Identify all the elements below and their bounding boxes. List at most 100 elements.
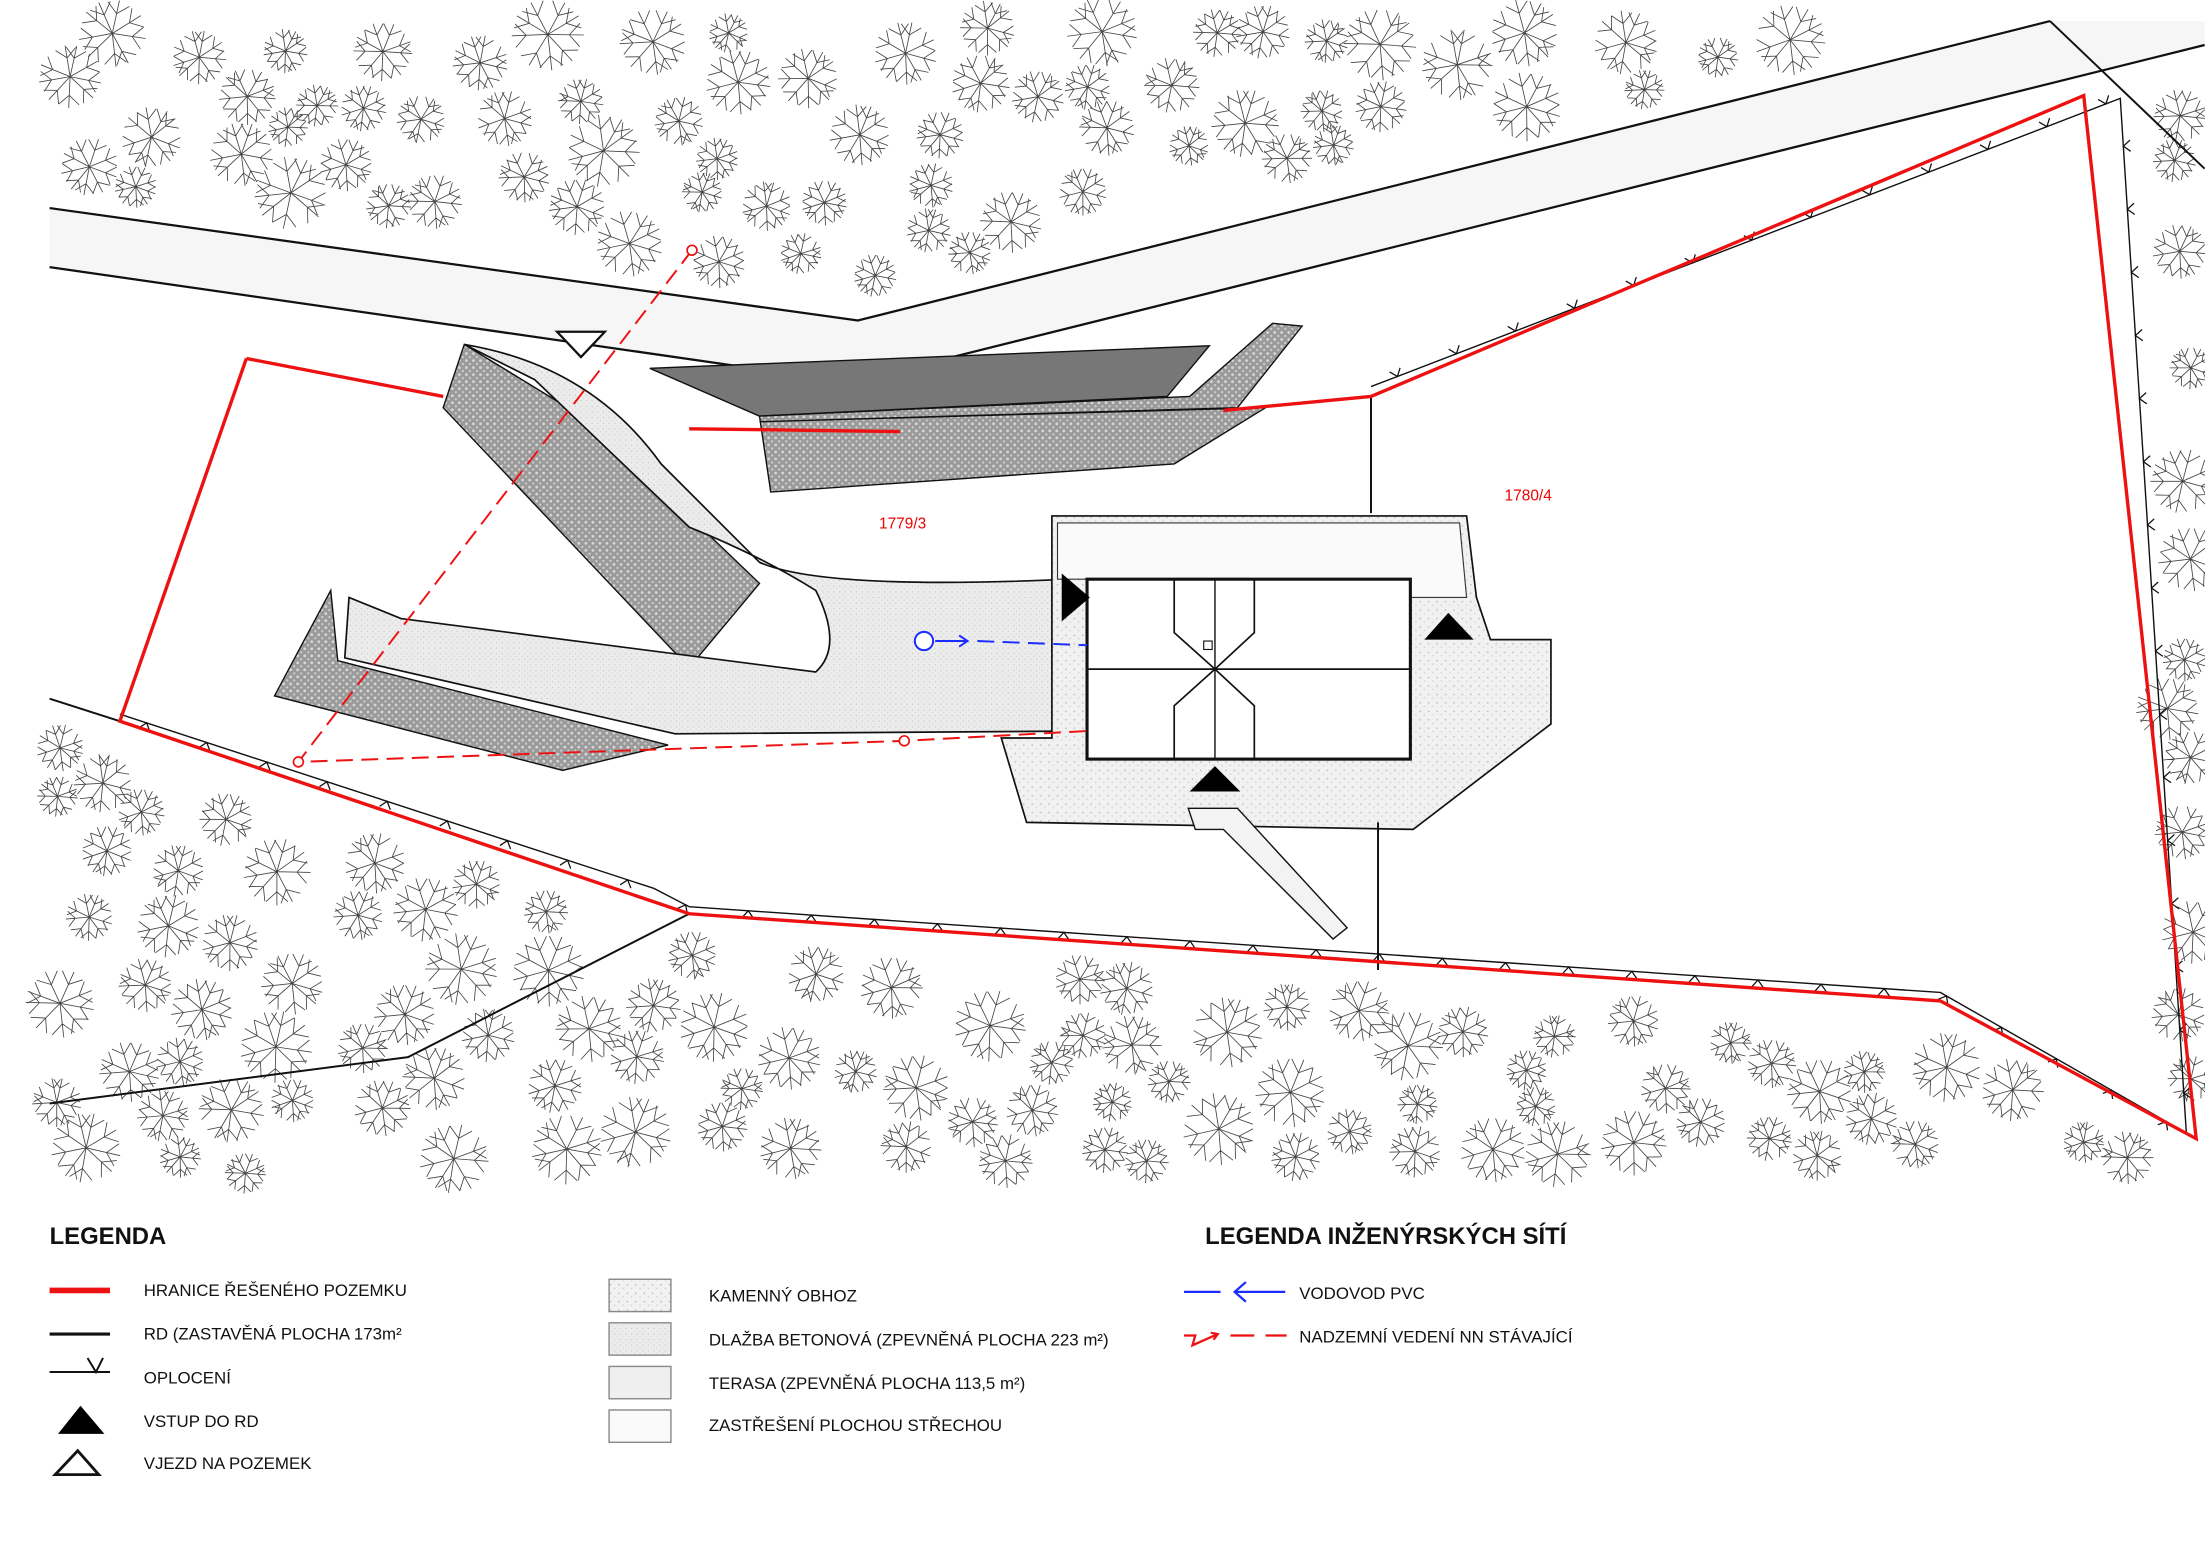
fence-ticks [138, 95, 2192, 1131]
legend-swatch-roof [608, 1409, 672, 1444]
parcel-lines [49, 20, 2205, 1105]
tree-icon [393, 878, 458, 942]
entrance-triangle-east [1424, 612, 1474, 640]
tree-icon [548, 179, 605, 235]
tree-icon [1624, 70, 1665, 110]
tree-icon [596, 211, 662, 277]
tree-icon [136, 1089, 189, 1142]
tree-icon [698, 1102, 748, 1152]
tree-icon [532, 1115, 602, 1185]
tree-icon [218, 69, 276, 125]
fence-line [119, 97, 2188, 1135]
tree-icon [271, 1079, 314, 1123]
vehicle-entrance-triangle [554, 330, 608, 359]
tree-icon [1676, 1098, 1725, 1147]
tree-icon [65, 893, 112, 941]
legend: LEGENDA HRANICE ŘEŠENÉHO POZEMKU RD (ZAS… [49, 1223, 1109, 1477]
tree-icon [555, 995, 622, 1062]
tree-icon [1271, 1132, 1320, 1182]
tree-icon [693, 235, 745, 289]
tree-icon [1516, 1087, 1556, 1127]
legend-title: LEGENDA [50, 1223, 167, 1250]
entrance-triangle-south [1189, 766, 1241, 792]
tree-icon [1193, 9, 1242, 57]
tree-icon [1747, 1040, 1797, 1089]
parcel-label: 1779/3 [879, 516, 926, 533]
tree-icon [513, 935, 584, 1007]
tree-icon [1261, 134, 1313, 184]
tree-icon [758, 1027, 821, 1090]
tree-icon [1756, 5, 1826, 75]
trees-layer [25, 0, 2205, 1194]
tree-icon [122, 107, 181, 167]
tree-icon [880, 1121, 931, 1173]
legend-swatch-stone [608, 1278, 672, 1313]
tree-icon [2154, 806, 2205, 860]
legend-symbol-filled-triangle [58, 1405, 105, 1434]
parking-strip [649, 345, 1211, 417]
tree-icon [341, 86, 387, 132]
tree-icon [354, 1080, 411, 1137]
tree-icon [261, 953, 323, 1015]
tree-icon [2136, 678, 2199, 740]
tree-icon [1079, 101, 1134, 156]
tree-icon [1533, 1015, 1576, 1058]
tree-icon [861, 957, 923, 1019]
tree-icon [452, 35, 508, 91]
legend-swatch-terrace [608, 1365, 672, 1400]
tree-icon [1147, 1060, 1191, 1103]
tree-icon [1082, 1127, 1129, 1173]
tree-icon [1843, 1050, 1886, 1093]
utilities-legend: LEGENDA INŽENÝRSKÝCH SÍTÍ VODOVOD PVC NA… [1184, 1222, 1573, 1348]
tree-icon [1211, 90, 1279, 157]
driveway [343, 343, 1088, 735]
tree-icon [1746, 1116, 1792, 1161]
tree-icon [528, 1059, 582, 1113]
tree-icon [1492, 72, 1560, 142]
tree-icon [114, 166, 156, 208]
tree-icon [778, 48, 837, 109]
entrance-triangle-west [1061, 573, 1090, 622]
tree-icon [2158, 528, 2205, 592]
tree-icon [337, 1023, 388, 1074]
legend-surface-label: DLAŽBA BETONOVÁ (ZPEVNĚNÁ PLOCHA 223 m²) [709, 1330, 1109, 1349]
tree-icon [2162, 638, 2205, 682]
tree-icon [980, 192, 1042, 253]
tree-icon [1710, 1022, 1752, 1064]
legend-item-label: VSTUP DO RD [144, 1412, 259, 1431]
tree-icon [948, 231, 991, 275]
tree-icon [420, 1124, 489, 1193]
tree-icon [1029, 1041, 1074, 1085]
tree-icon [2163, 731, 2205, 784]
tree-icon [2150, 449, 2205, 513]
tree-icon [626, 978, 681, 1033]
tree-icon [333, 891, 383, 940]
terrace-upper [758, 322, 1304, 493]
tree-icon [1236, 5, 1290, 59]
tree-icon [1064, 64, 1110, 110]
tree-icon [25, 970, 94, 1038]
legend-item-label: VJEZD NA POZEMEK [144, 1454, 312, 1473]
tree-icon [568, 114, 640, 187]
tree-icon [829, 104, 889, 166]
tree-icon [695, 137, 738, 181]
tree-icon [2153, 139, 2196, 182]
tree-icon [600, 1096, 671, 1168]
legend-item-label: RD (ZASTAVĚNÁ PLOCHA 173m² [144, 1325, 402, 1344]
tree-icon [668, 931, 716, 980]
tree-icon [243, 839, 311, 906]
tree-icon [1374, 1012, 1444, 1081]
fence-tick [138, 95, 2192, 1131]
tree-icon [952, 55, 1010, 113]
tree-icon [948, 1097, 998, 1148]
legend-symbol-water [1184, 1281, 1286, 1303]
tree-icon [2169, 347, 2205, 390]
legend-surface-label: ZASTŘEŠENÍ PLOCHOU STŘECHOU [709, 1416, 1002, 1435]
tree-icon [1092, 1082, 1132, 1122]
tree-icon [1890, 1120, 1939, 1169]
tree-icon [407, 175, 462, 229]
tree-icon [173, 30, 227, 85]
tree-icon [883, 1055, 948, 1121]
tree-icon [1263, 984, 1311, 1031]
tree-icon [240, 1011, 312, 1083]
